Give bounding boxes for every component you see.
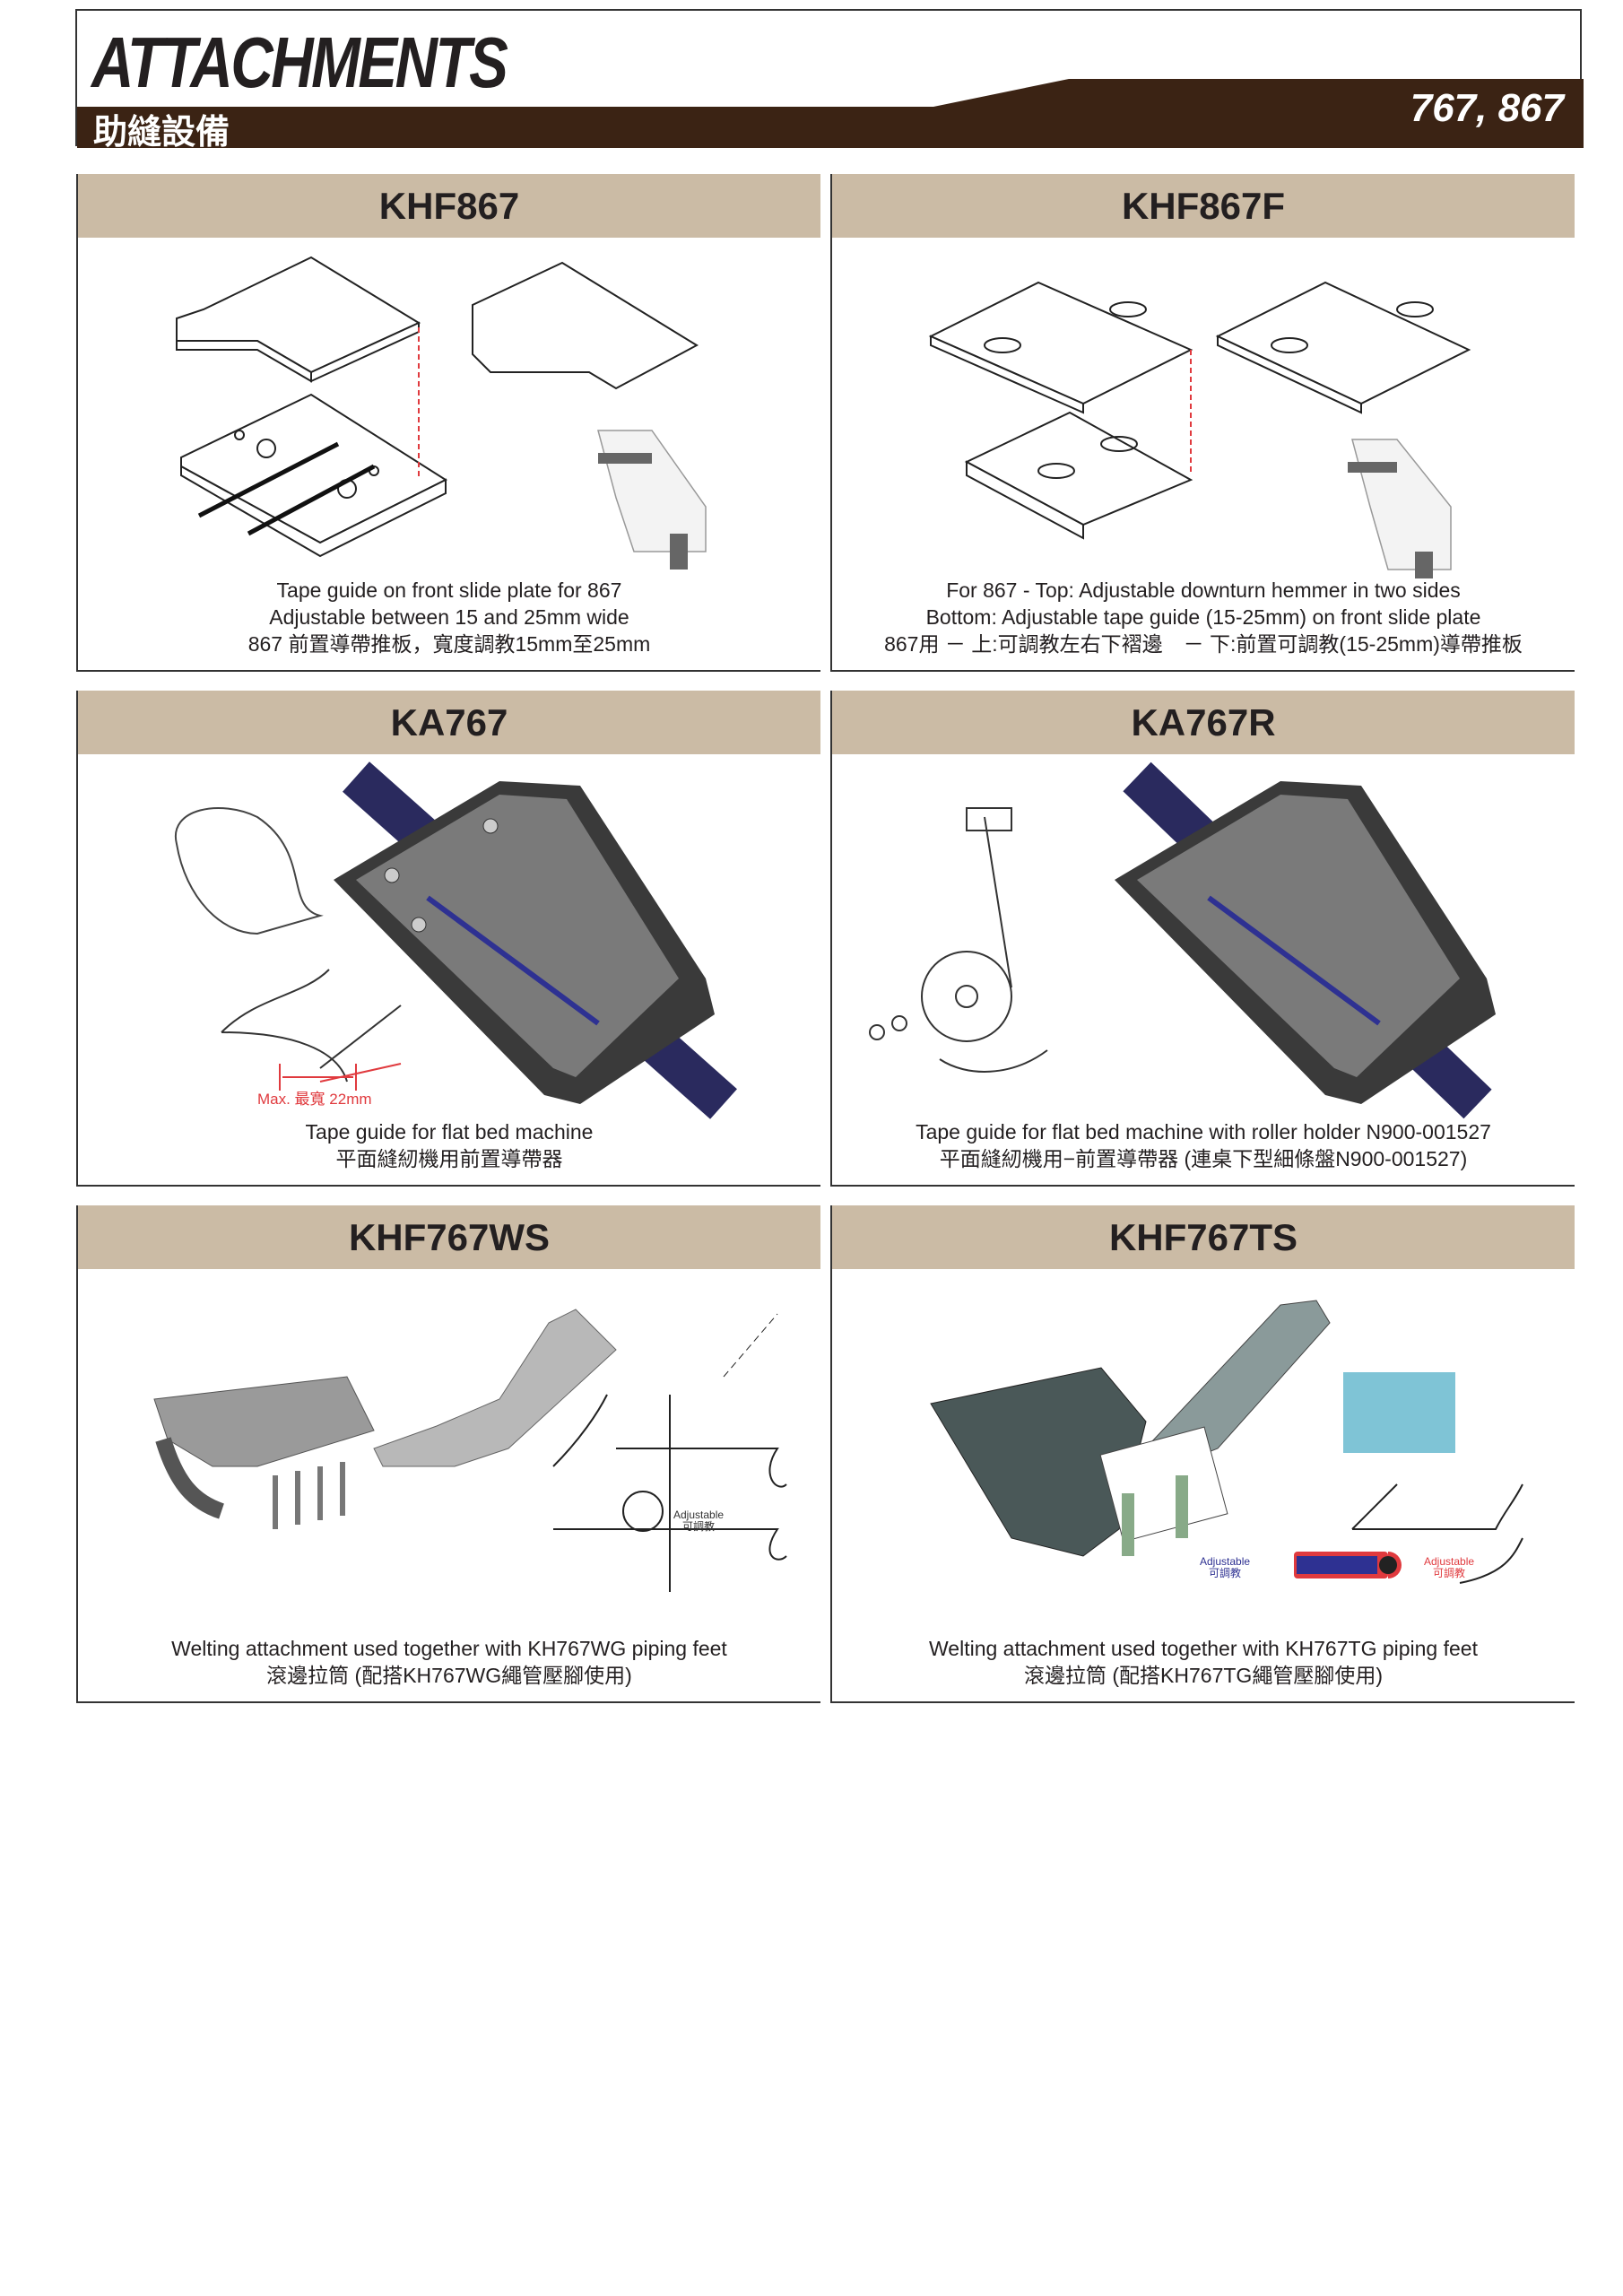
caption-line: 867 前置導帶推板，寬度調教15mm至25mm [247, 632, 651, 656]
caption-line: Tape guide on front slide plate for 867 [276, 578, 622, 602]
khf767ws-illustration [153, 1309, 787, 1592]
adjustable-label-zh: 可調教 [1209, 1567, 1242, 1579]
product-panel-ka767: KA767 Max. 最寬 22mm Tape guide for flat b… [76, 691, 820, 1187]
panel-title: KHF767TS [832, 1205, 1575, 1269]
panel-caption: Tape guide for flat bed machine with rol… [832, 1118, 1575, 1172]
adjustable-label-zh: 可調教 [682, 1520, 716, 1533]
adjustable-label-blue: Adjustable 可調教 [1200, 1556, 1250, 1579]
khf867-illustration [176, 256, 707, 570]
panel-caption: Welting attachment used together with KH… [78, 1635, 820, 1689]
adjustable-label-en: Adjustable [1424, 1555, 1475, 1568]
ka767-illustration [174, 761, 737, 1119]
model-numbers: 767, 867 [1410, 86, 1564, 130]
ka767r-illustration [869, 761, 1496, 1119]
page-header: ATTACHMENTS 助縫設備 767, 867 [75, 9, 1584, 152]
panel-caption: For 867 - Top: Adjustable downturn hemme… [832, 577, 1575, 657]
product-panel-khf867f: KHF867F For 867 - Top: Adjustable downtu… [830, 174, 1575, 672]
caption-line: Tape guide for flat bed machine [305, 1120, 594, 1144]
panel-caption: Tape guide on front slide plate for 867 … [78, 577, 820, 657]
header-band [77, 79, 1584, 148]
caption-line: 867用 － 上:可調教左右下褶邊 － 下:前置可調教(15-25mm)導帶推板 [884, 632, 1523, 656]
caption-line: Adjustable between 15 and 25mm wide [269, 605, 629, 629]
product-panel-khf767ws: KHF767WS Adjustable 可調教 Welting attachme… [76, 1205, 820, 1703]
page-title: ATTACHMENTS [91, 22, 508, 102]
panel-caption: Tape guide for flat bed machine 平面縫紉機用前置… [78, 1118, 820, 1172]
adjustable-label-zh: 可調教 [1433, 1567, 1466, 1579]
caption-line: Bottom: Adjustable tape guide (15-25mm) … [925, 605, 1481, 629]
adjustable-label: Adjustable 可調教 [673, 1509, 724, 1533]
panel-title: KA767 [78, 691, 820, 754]
khf767ts-illustration [930, 1300, 1523, 1584]
panel-title: KHF867F [832, 174, 1575, 238]
khf867f-illustration [928, 281, 1471, 578]
caption-line: Tape guide for flat bed machine with rol… [916, 1120, 1491, 1144]
panel-title: KHF867 [78, 174, 820, 238]
product-panel-ka767r: KA767R Tape guide for flat bed machine w… [830, 691, 1575, 1187]
caption-line: 滾邊拉筒 (配搭KH767WG繩管壓腳使用) [266, 1664, 632, 1687]
panel-caption: Welting attachment used together with KH… [832, 1635, 1575, 1689]
caption-line: 滾邊拉筒 (配搭KH767TG繩管壓腳使用) [1024, 1664, 1383, 1687]
caption-line: For 867 - Top: Adjustable downturn hemme… [946, 578, 1461, 602]
adjustable-label-en: Adjustable [1200, 1555, 1251, 1568]
panel-title: KHF767WS [78, 1205, 820, 1269]
page-subtitle: 助縫設備 [93, 112, 230, 152]
panel-title: KA767R [832, 691, 1575, 754]
max-width-label: Max. 最寬 22mm [257, 1091, 372, 1108]
caption-line: 平面縫紉機用−前置導帶器 (連桌下型細條盤N900-001527) [939, 1147, 1468, 1170]
adjustable-label-red: Adjustable 可調教 [1424, 1556, 1474, 1579]
caption-line: Welting attachment used together with KH… [171, 1637, 727, 1660]
adjustable-label-en: Adjustable [673, 1509, 725, 1521]
product-panel-khf767ts: KHF767TS Adjustable 可調教 Adjustable 可調教 W… [830, 1205, 1575, 1703]
caption-line: 平面縫紉機用前置導帶器 [335, 1147, 563, 1170]
product-panel-khf867: KHF867 Tape guide on front slide plate f… [76, 174, 820, 672]
caption-line: Welting attachment used together with KH… [929, 1637, 1478, 1660]
